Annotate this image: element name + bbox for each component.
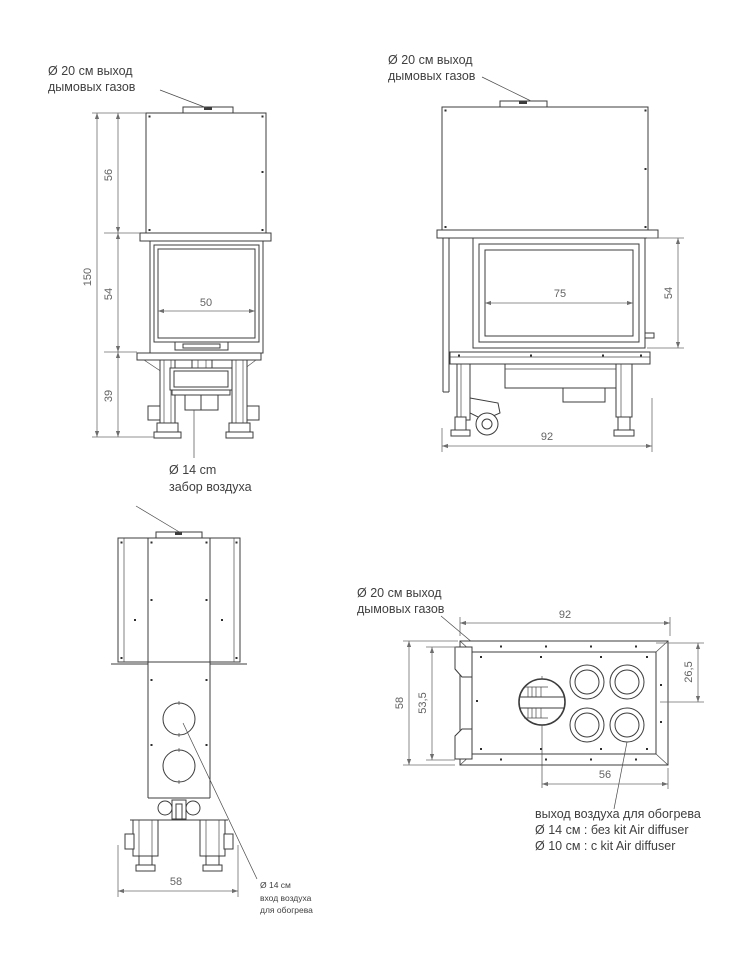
front-intake-label-line1: Ø 14 cm (169, 463, 216, 477)
rear-inlet-label-line2: вход воздуха (260, 893, 312, 903)
front-intake-label-line2: забор воздуха (169, 480, 252, 494)
rear-dim-width: 58 (170, 876, 182, 888)
plan-dim-outlet-offset: 26,5 (683, 661, 695, 682)
front-firebox (149, 240, 264, 354)
side-rear-foot (613, 429, 635, 437)
plan-outlet-note-line3: Ø 10 см : с kit Air diffuser (535, 839, 675, 853)
plan-flue-label-line1: Ø 20 см выход (357, 586, 442, 600)
front-dim-hood-height: 56 (103, 169, 115, 181)
plan-dim-width: 92 (559, 609, 571, 621)
plan-outlet-note-line1: выход воздуха для обогрева (535, 807, 701, 821)
side-dim-depth: 92 (541, 431, 553, 443)
plan-flue-label-line2: дымовых газов (357, 602, 445, 616)
rear-hood (117, 537, 241, 663)
side-firebox (472, 237, 646, 349)
plan-outlet-leader-line (613, 741, 628, 810)
front-hood (145, 112, 267, 234)
front-view-drawing: 150 56 54 39 50 Ø 20 см выход дымовых га… (48, 64, 272, 494)
rear-right-foot (202, 864, 223, 872)
rear-inlet-leader-line (182, 722, 258, 880)
plan-flue-opening (518, 678, 566, 726)
rear-inlet-label-line1: Ø 14 см (260, 880, 291, 890)
side-flue-label-line1: Ø 20 см выход (388, 53, 473, 67)
plan-outlet-note-line2: Ø 14 см : без kit Air diffuser (535, 823, 689, 837)
side-flue-leader-line (481, 76, 532, 102)
rear-inlet-label-line3: для обогрева (260, 905, 313, 915)
plan-dim-depth-inner: 53,5 (417, 692, 429, 713)
front-right-foot (225, 431, 254, 439)
front-flue-leader-line (159, 89, 208, 109)
side-flue-label-line2: дымовых газов (388, 69, 476, 83)
front-flue-label-line2: дымовых газов (48, 80, 136, 94)
front-dim-total-height: 150 (82, 268, 94, 286)
front-glass (157, 248, 256, 339)
plan-dim-depth-outer: 58 (394, 697, 406, 709)
side-wheel (475, 412, 499, 436)
rear-air-opening-upper (162, 702, 196, 736)
front-dim-firebox-height: 54 (103, 288, 115, 300)
front-left-foot (153, 431, 182, 439)
side-glass (484, 249, 634, 337)
side-dim-glass-width: 75 (554, 288, 566, 300)
rear-left-foot (135, 864, 156, 872)
front-dim-glass-width: 50 (200, 297, 212, 309)
side-dim-glass-height: 54 (663, 287, 675, 299)
front-dim-base-height: 39 (103, 390, 115, 402)
side-door-latch (644, 332, 655, 339)
side-convection-box (504, 363, 618, 389)
rear-air-opening-lower (162, 749, 196, 783)
front-flue-label-line1: Ø 20 см выход (48, 64, 133, 78)
plan-view-drawing: 92 58 53,5 26,5 56 Ø 20 см выход дымовых… (357, 586, 704, 853)
rear-collar-leader-line (135, 505, 182, 534)
plan-dim-outlet-span: 56 (599, 769, 611, 781)
side-hood (441, 106, 649, 231)
side-front-foot (450, 429, 471, 437)
plan-air-outlets (569, 664, 645, 743)
rear-view-drawing: 58 Ø 14 см вход воздуха для обогрева (111, 505, 313, 915)
side-view-drawing: 75 54 92 Ø 20 см выход дымовых газов (388, 53, 684, 452)
